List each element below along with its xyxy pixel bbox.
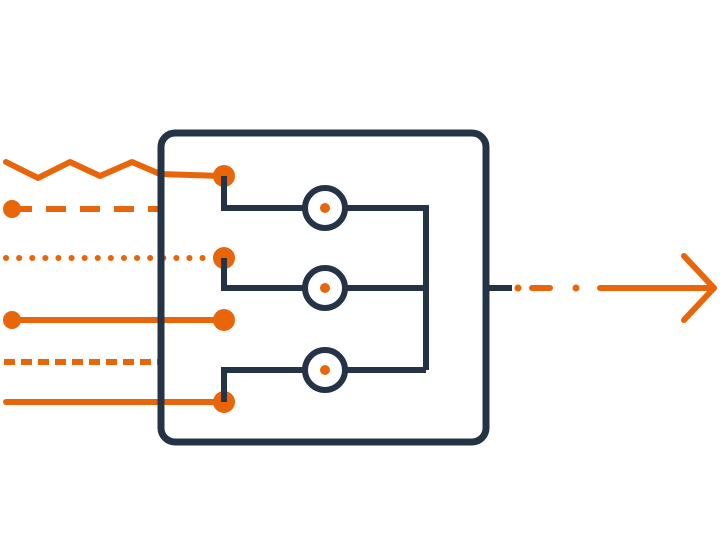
- switch-node: [302, 347, 348, 393]
- input-start-dot: [3, 311, 21, 329]
- output-dot: [514, 284, 522, 292]
- wire-bottom: [221, 367, 306, 402]
- input-start-dot: [3, 200, 21, 218]
- output-dot: [572, 284, 580, 292]
- arrowhead-icon: [681, 253, 717, 323]
- input-line-zigzag: [3, 159, 225, 181]
- switch-node-center-dot: [320, 203, 330, 213]
- switch-node: [302, 265, 348, 311]
- wire-middle: [221, 258, 306, 291]
- switch-node: [302, 185, 348, 231]
- switch-node-center-dot: [320, 365, 330, 375]
- wire-top-right: [344, 205, 429, 370]
- input-lines: [3, 159, 225, 405]
- internal-wiring: [221, 176, 512, 402]
- switch-node-center-dot: [320, 283, 330, 293]
- input-terminal-dot: [213, 309, 235, 331]
- wire-top: [221, 176, 306, 211]
- input-start-dots: [3, 200, 21, 329]
- switch-nodes: [302, 185, 348, 393]
- output-arrow: [514, 253, 717, 323]
